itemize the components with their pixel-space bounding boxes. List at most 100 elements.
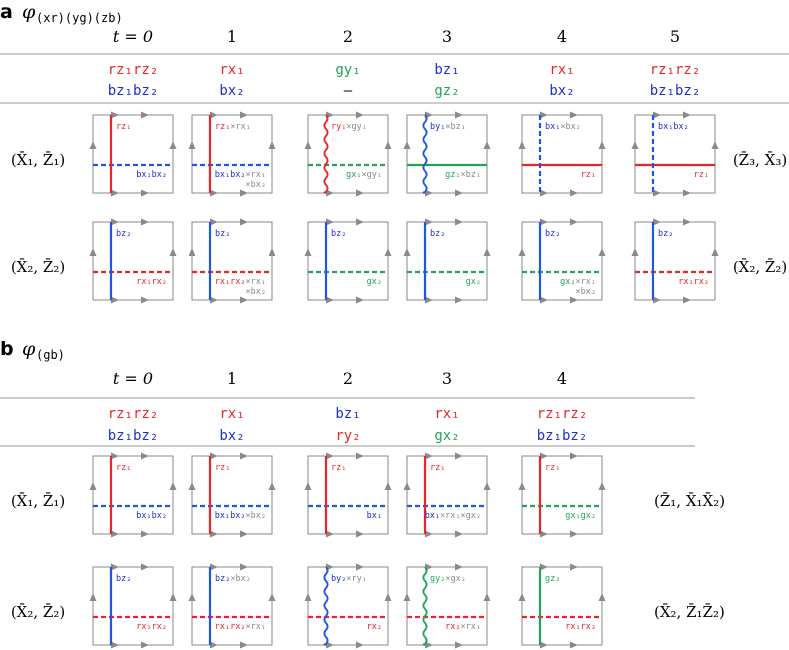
- edge-arrow-icon: [188, 482, 196, 490]
- edge-arrow-icon: [326, 530, 334, 538]
- edge-arrow-icon: [455, 218, 463, 226]
- edge-arrow-icon: [111, 218, 119, 226]
- check-label-row2: bz₁bz₂: [108, 83, 159, 99]
- edge-arrow-icon: [483, 248, 491, 256]
- edge-arrow-icon: [540, 189, 548, 197]
- panel-letter: a: [0, 1, 13, 23]
- time-step-label: t = 0: [113, 369, 153, 388]
- edge-arrow-icon: [268, 593, 276, 601]
- check-label-row1: rx₁: [434, 406, 459, 422]
- edge-arrow-icon: [240, 111, 248, 119]
- horizontal-operator-label: rx₂: [367, 622, 382, 632]
- edge-arrow-icon: [111, 296, 119, 304]
- vertical-operator-label: rz₁: [116, 463, 131, 473]
- horizontal-operator-label: rx₂×rx₁: [445, 622, 481, 632]
- box-frame: [521, 114, 603, 194]
- edge-arrow-icon: [653, 296, 661, 304]
- edge-arrow-icon: [518, 248, 526, 256]
- time-step-label: 1: [227, 27, 237, 46]
- edge-arrow-icon: [356, 218, 364, 226]
- vertical-operator-label: bz₂: [430, 229, 445, 239]
- horizontal-operator-label: bx₁bx₂×rx₁: [215, 170, 266, 180]
- edge-arrow-icon: [483, 593, 491, 601]
- edge-arrow-icon: [570, 530, 578, 538]
- edge-arrow-icon: [384, 141, 392, 149]
- edge-arrow-icon: [210, 218, 218, 226]
- edge-arrow-icon: [89, 141, 97, 149]
- box-frame: [191, 221, 273, 301]
- edge-arrow-icon: [540, 218, 548, 226]
- edge-arrow-icon: [570, 111, 578, 119]
- edge-arrow-icon: [425, 452, 433, 460]
- edge-arrow-icon: [356, 530, 364, 538]
- edge-arrow-icon: [304, 248, 312, 256]
- edge-arrow-icon: [326, 452, 334, 460]
- box-frame: [521, 221, 603, 301]
- box-frame: [92, 221, 174, 301]
- edge-arrow-icon: [570, 296, 578, 304]
- box-frame: [307, 566, 389, 646]
- edge-arrow-icon: [518, 482, 526, 490]
- edge-arrow-icon: [188, 593, 196, 601]
- edge-arrow-icon: [356, 189, 364, 197]
- edge-arrow-icon: [240, 452, 248, 460]
- edge-arrow-icon: [403, 141, 411, 149]
- edge-arrow-icon: [455, 111, 463, 119]
- edge-arrow-icon: [455, 189, 463, 197]
- logical-pair-label-right: (X̄₂, Z̄₁Z̄₂): [654, 603, 725, 621]
- horizontal-operator-label: rx₁rx₂: [136, 622, 167, 632]
- box-frame: [634, 221, 716, 301]
- edge-arrow-icon: [540, 641, 548, 649]
- edge-arrow-icon: [425, 189, 433, 197]
- edge-arrow-icon: [268, 141, 276, 149]
- vertical-operator-label: gy₂×gx₂: [430, 574, 466, 584]
- time-step-label: 3: [442, 369, 452, 388]
- vertical-operator-label: bz₂: [545, 229, 560, 239]
- edge-arrow-icon: [240, 296, 248, 304]
- check-label-row2: gz₂: [434, 83, 459, 99]
- edge-arrow-icon: [425, 641, 433, 649]
- edge-arrow-icon: [455, 563, 463, 571]
- time-step-label: 2: [343, 27, 353, 46]
- check-label-row1: rz₁rz₂: [650, 62, 701, 78]
- edge-arrow-icon: [111, 452, 119, 460]
- edge-arrow-icon: [356, 296, 364, 304]
- edge-arrow-icon: [304, 141, 312, 149]
- edge-arrow-icon: [570, 641, 578, 649]
- horizontal-operator-label: rx₁rx₂×rx₁: [215, 622, 266, 632]
- edge-arrow-icon: [455, 452, 463, 460]
- edge-arrow-icon: [89, 248, 97, 256]
- box-frame: [406, 455, 488, 535]
- edge-arrow-icon: [483, 482, 491, 490]
- check-label-row2: ry₂: [335, 428, 360, 444]
- edge-arrow-icon: [89, 593, 97, 601]
- edge-arrow-icon: [188, 248, 196, 256]
- vertical-operator-label: rz₁: [215, 463, 230, 473]
- edge-arrow-icon: [326, 218, 334, 226]
- edge-arrow-icon: [141, 296, 149, 304]
- edge-arrow-icon: [326, 641, 334, 649]
- edge-arrow-icon: [598, 141, 606, 149]
- edge-arrow-icon: [403, 248, 411, 256]
- edge-arrow-icon: [455, 641, 463, 649]
- edge-arrow-icon: [518, 593, 526, 601]
- logical-pair-label-right: (Z̄₁, X̄₁X̄₂): [654, 492, 725, 510]
- edge-arrow-icon: [169, 248, 177, 256]
- edge-arrow-icon: [540, 296, 548, 304]
- horizontal-operator-label: bx₁: [367, 511, 382, 521]
- edge-arrow-icon: [141, 189, 149, 197]
- edge-arrow-icon: [111, 111, 119, 119]
- horizontal-operator-label: rx₁rx₂: [565, 622, 596, 632]
- edge-arrow-icon: [268, 248, 276, 256]
- edge-arrow-icon: [141, 218, 149, 226]
- code-lattice-box: gy₂×gx₂ rx₂×rx₁: [403, 563, 491, 649]
- vertical-operator-label: by₂×ry₁: [331, 574, 367, 584]
- logical-pair-label-right: (Z̄₃, X̄₃): [733, 151, 787, 169]
- edge-arrow-icon: [268, 482, 276, 490]
